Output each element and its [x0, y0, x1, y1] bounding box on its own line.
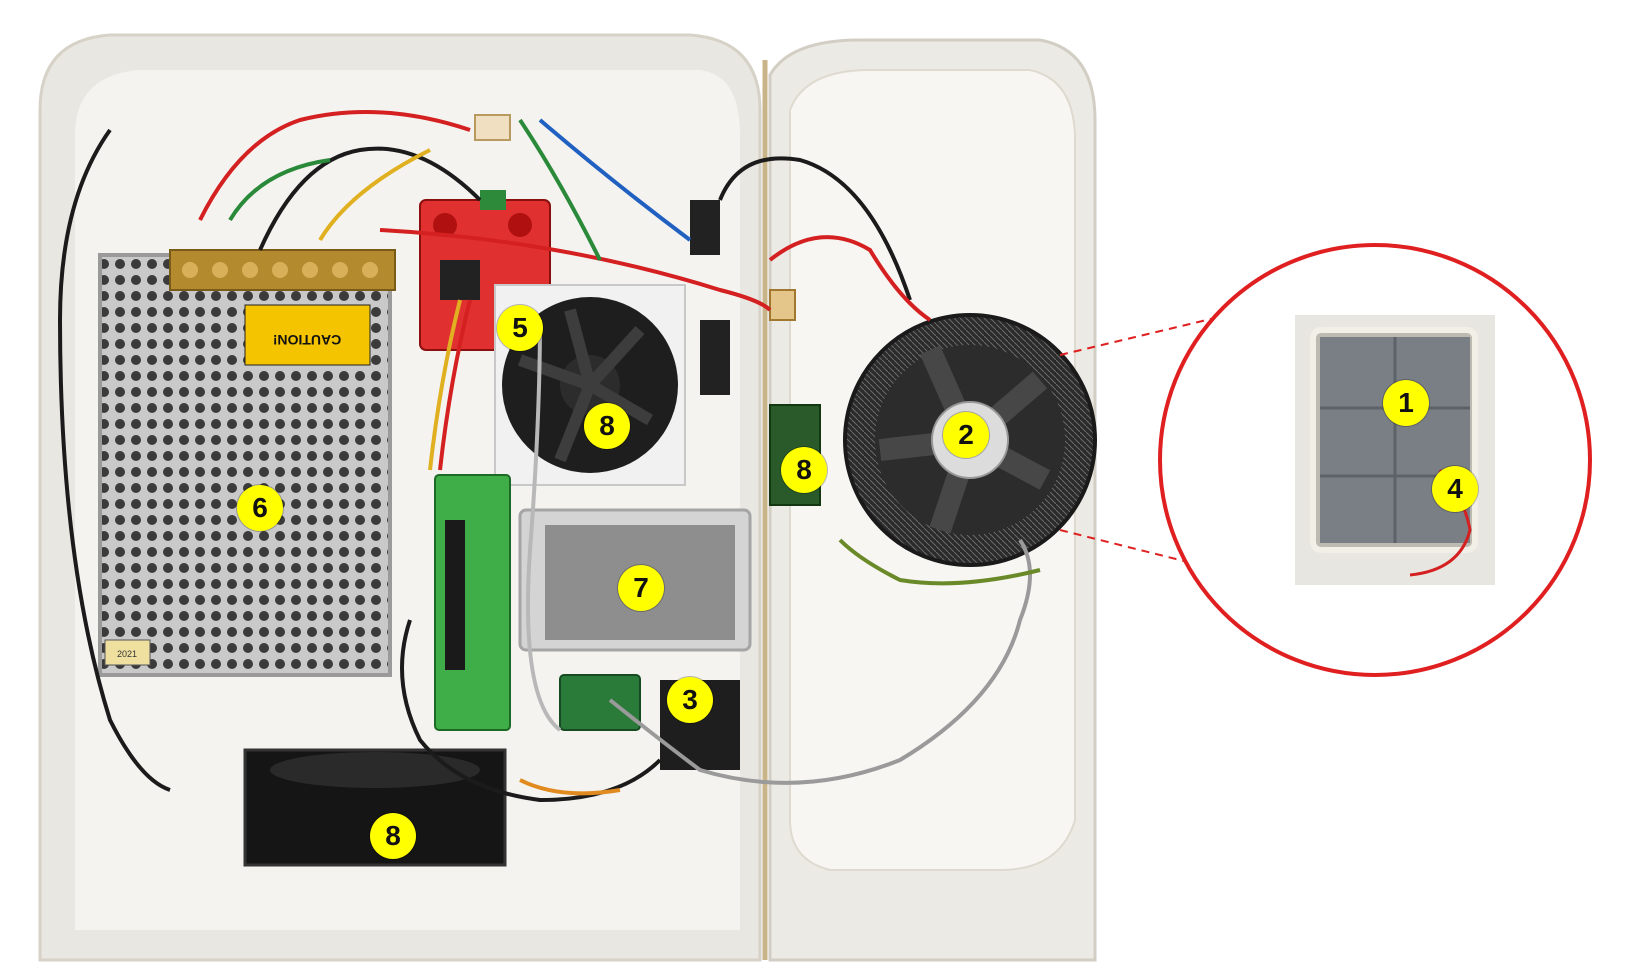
label-7-badge: 7 — [618, 565, 664, 611]
label-3-badge: 3 — [667, 677, 713, 723]
psu-model-text: 2021 — [117, 649, 137, 659]
label-8-top-fan-badge: 8 — [584, 403, 630, 449]
psu-caution-text: CAUTION! — [273, 332, 341, 348]
label-5-badge: 5 — [497, 305, 543, 351]
label-8-side-fan-badge: 8 — [781, 447, 827, 493]
zoom-inset — [1295, 315, 1495, 585]
wiring — [57, 110, 1041, 803]
label-4-badge: 4 — [1432, 466, 1478, 512]
label-6-badge: 6 — [237, 485, 283, 531]
label-8-bottom-fan-badge: 8 — [370, 813, 416, 859]
microcontroller-board — [434, 474, 511, 731]
psu-terminals — [182, 262, 378, 278]
label-2-badge: 2 — [943, 412, 989, 458]
connectors — [474, 114, 796, 395]
exhaust-fan-top — [494, 284, 686, 486]
power-supply: CAUTION! 2021 — [98, 249, 396, 677]
label-1-badge: 1 — [1383, 380, 1429, 426]
psu-caution-sticker: CAUTION! — [244, 304, 371, 366]
callout-leaders — [1059, 317, 1216, 566]
